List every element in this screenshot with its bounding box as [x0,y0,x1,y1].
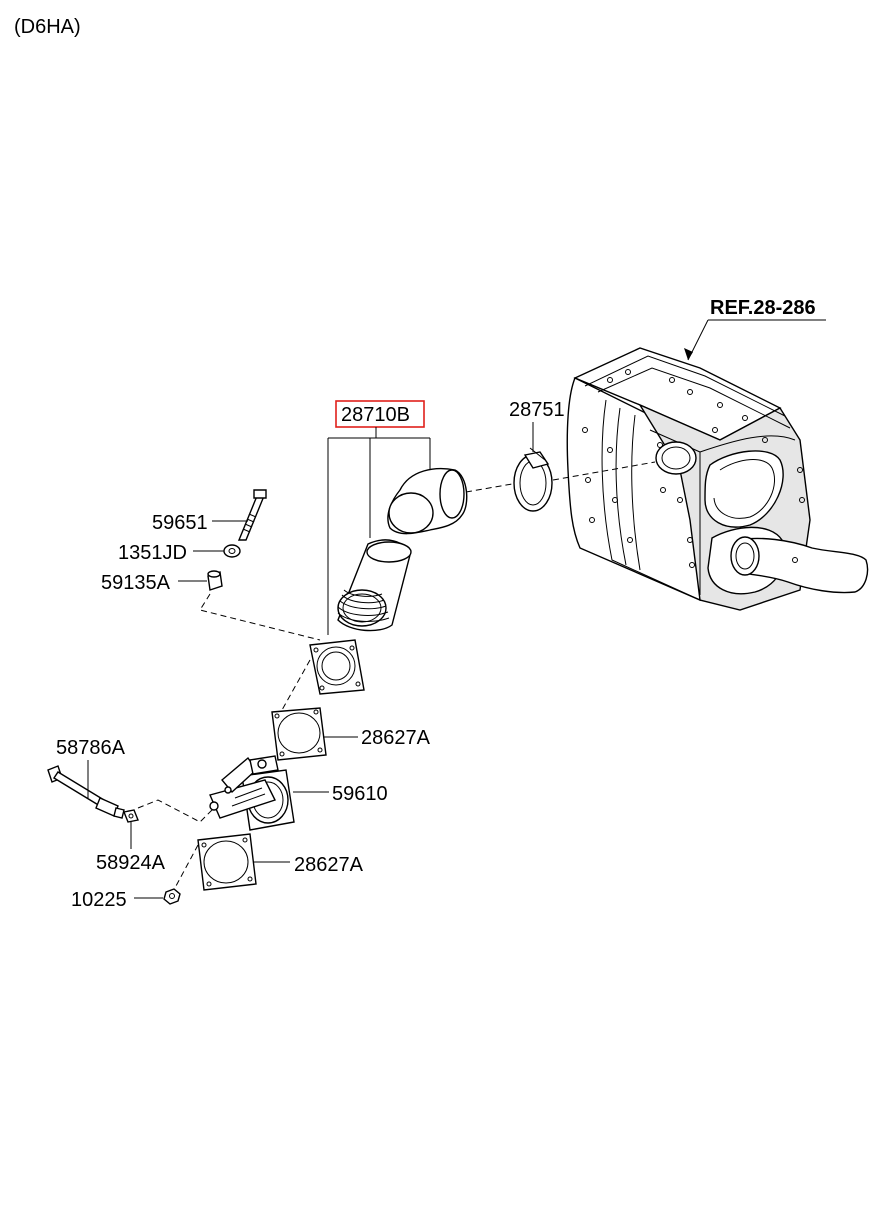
brake-valve-part [209,755,295,831]
hose-dash-line [137,799,213,823]
clamp-part [513,447,553,512]
pipe-assembly-label: 28710B [341,404,410,426]
hose-label: 58786A [56,737,126,759]
brake-valve-label: 59610 [332,783,388,805]
bolt-label: 59651 [152,512,208,534]
washer-part [223,544,241,558]
gasket-lower-label: 28627A [294,854,364,876]
reference-label: REF.28-286 [710,297,816,319]
pipe-label-highlight [335,400,425,428]
pipe-assembly-part [337,467,468,632]
pipe-to-clamp-dash [465,483,513,493]
bolt-dash-line [199,593,321,641]
nut-dash-line [175,844,199,887]
flange-dash-line [281,659,311,711]
washer-label: 1351JD [118,542,187,564]
gasket-lower-part [197,833,257,891]
engine-code-label: (D6HA) [14,16,81,38]
gasket-upper-label: 28627A [361,727,431,749]
nut-label: 10225 [71,889,127,911]
muffler-assembly [566,347,869,611]
reference-callout: REF.28-286 [684,297,826,361]
spacer-part [207,570,223,591]
bolt-part [237,489,267,541]
spacer-label: 59135A [101,572,171,594]
clamp-to-muffler-dash [552,461,656,481]
gasket-upper-part [271,707,327,761]
connector-label: 58924A [96,852,166,874]
connector-part [123,809,139,823]
upper-flange-part [309,639,365,695]
hose-part [47,765,125,819]
clamp-label: 28751 [509,399,565,421]
nut-part [163,888,181,905]
